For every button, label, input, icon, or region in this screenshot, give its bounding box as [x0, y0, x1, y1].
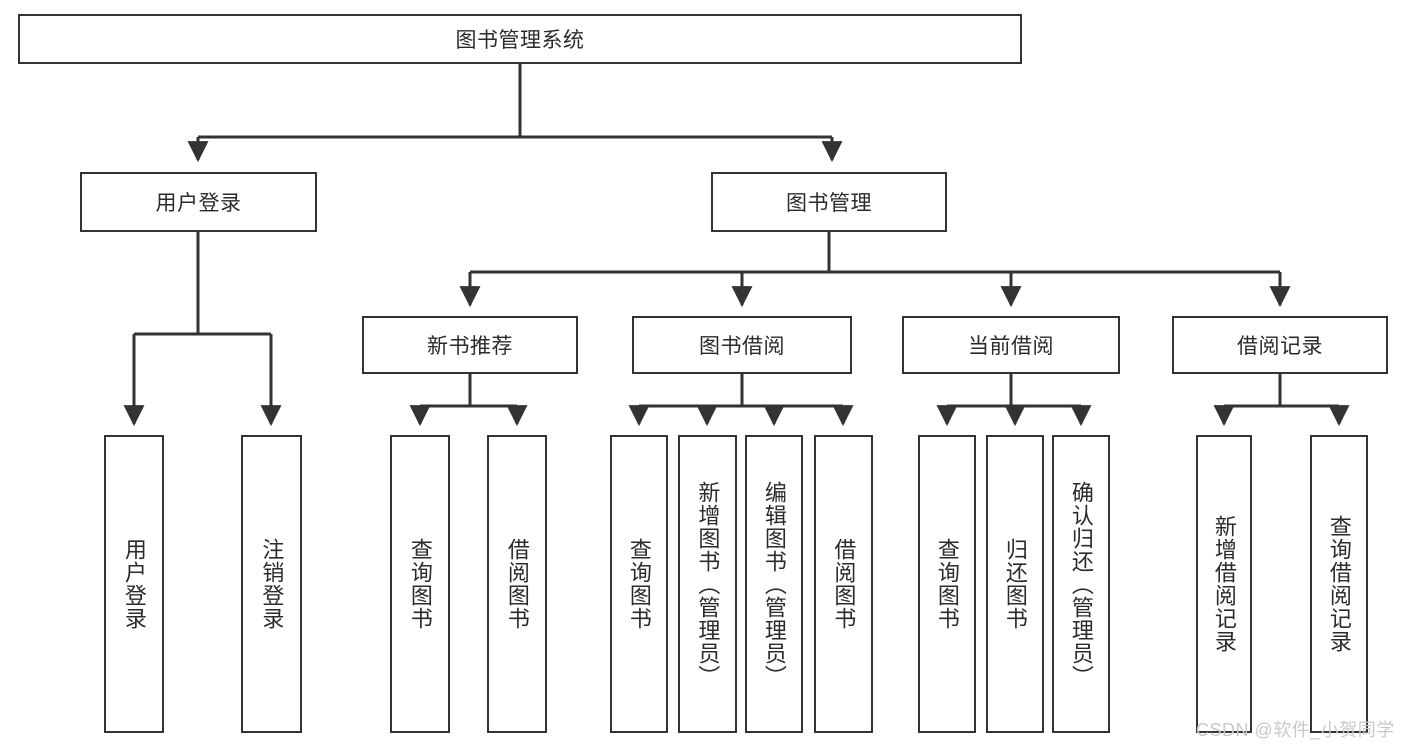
leaf-user-login-label: 用户登录 [121, 538, 147, 630]
leaf-add-book-admin-label: 新增图书（管理员） [695, 480, 721, 688]
node-root-label: 图书管理系统 [455, 29, 585, 52]
node-new-book-recommend[interactable]: 新书推荐 [362, 316, 578, 374]
node-book-borrow[interactable]: 图书借阅 [632, 316, 852, 374]
node-book-borrow-label: 图书借阅 [699, 335, 785, 358]
leaf-user-login[interactable]: 用户登录 [104, 435, 164, 733]
node-borrow-record[interactable]: 借阅记录 [1172, 316, 1388, 374]
leaf-add-borrow-record-label: 新增借阅记录 [1211, 515, 1237, 653]
node-current-borrow[interactable]: 当前借阅 [902, 316, 1120, 374]
node-current-borrow-label: 当前借阅 [968, 335, 1054, 358]
csdn-watermark: CSDN @软件_小贺同学 [1196, 720, 1395, 740]
leaf-query-book-cb-label: 查询图书 [934, 538, 960, 630]
leaf-query-borrow-record[interactable]: 查询借阅记录 [1310, 435, 1368, 733]
leaf-return-book[interactable]: 归还图书 [986, 435, 1044, 733]
leaf-add-borrow-record[interactable]: 新增借阅记录 [1196, 435, 1252, 733]
leaf-query-book-rec[interactable]: 查询图书 [390, 435, 450, 733]
node-new-book-recommend-label: 新书推荐 [427, 335, 513, 358]
leaf-borrow-book-rec-label: 借阅图书 [504, 538, 530, 630]
leaf-borrow-book-bb[interactable]: 借阅图书 [814, 435, 873, 733]
leaf-confirm-return-admin-label: 确认归还（管理员） [1068, 480, 1094, 688]
leaf-query-book-rec-label: 查询图书 [407, 538, 433, 630]
node-root[interactable]: 图书管理系统 [18, 14, 1022, 64]
node-borrow-record-label: 借阅记录 [1237, 335, 1323, 358]
leaf-add-book-admin[interactable]: 新增图书（管理员） [678, 435, 737, 733]
leaf-query-book-bb-label: 查询图书 [626, 538, 652, 630]
leaf-borrow-book-bb-label: 借阅图书 [831, 538, 857, 630]
node-user-login-label: 用户登录 [155, 192, 242, 215]
leaf-query-borrow-record-label: 查询借阅记录 [1326, 515, 1352, 653]
leaf-logout[interactable]: 注销登录 [241, 435, 302, 733]
leaf-query-book-bb[interactable]: 查询图书 [610, 435, 668, 733]
node-user-login[interactable]: 用户登录 [80, 172, 317, 232]
leaf-confirm-return-admin[interactable]: 确认归还（管理员） [1052, 435, 1110, 733]
leaf-logout-label: 注销登录 [259, 538, 285, 630]
node-book-management-label: 图书管理 [786, 192, 872, 215]
leaf-return-book-label: 归还图书 [1002, 538, 1028, 630]
node-book-management[interactable]: 图书管理 [711, 172, 947, 232]
leaf-edit-book-admin-label: 编辑图书（管理员） [761, 480, 787, 688]
leaf-borrow-book-rec[interactable]: 借阅图书 [487, 435, 547, 733]
leaf-edit-book-admin[interactable]: 编辑图书（管理员） [745, 435, 803, 733]
leaf-query-book-cb[interactable]: 查询图书 [918, 435, 976, 733]
